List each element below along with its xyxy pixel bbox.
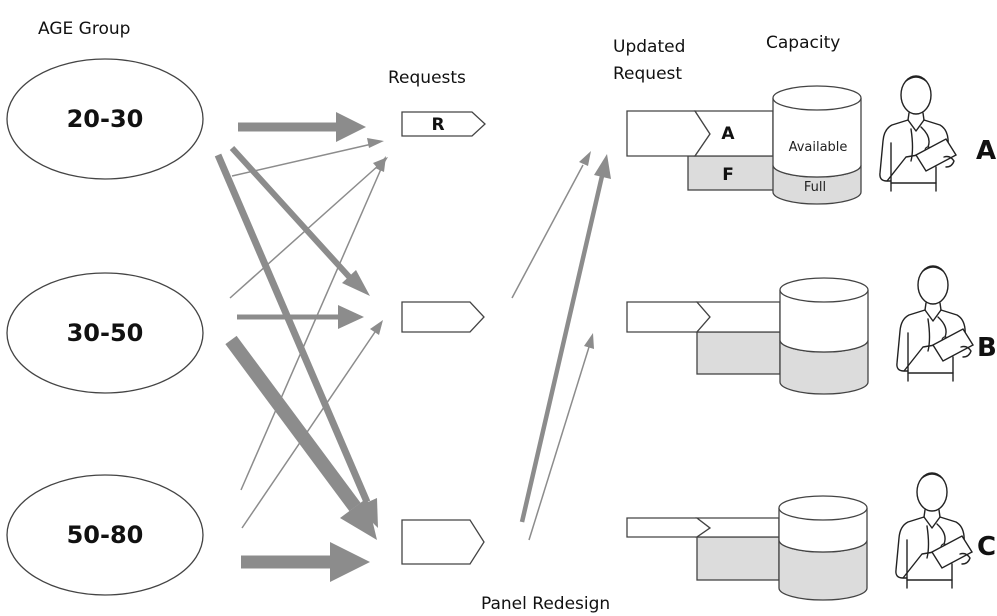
- flow-arrow: [229, 145, 355, 283]
- arrow-head: [342, 270, 370, 296]
- capacity-available-label: Available: [789, 140, 848, 155]
- header-capacity: Capacity: [766, 33, 840, 53]
- arrow-head: [579, 151, 591, 166]
- request-tag-2: [401, 301, 485, 333]
- age-to-request-arrows: [214, 112, 388, 582]
- updated-full-block: [696, 331, 781, 375]
- arrow-head: [338, 305, 364, 329]
- arrow-head: [340, 498, 377, 540]
- header-panel-redesign: Panel Redesign: [481, 594, 610, 614]
- flow-arrow: [225, 335, 361, 512]
- cylinder-top: [779, 277, 869, 303]
- request-tag-1: R: [401, 111, 486, 137]
- age-group-20-30: 20-30: [6, 58, 204, 180]
- capacity-cylinder-C: [778, 495, 868, 601]
- age-group-label: 30-50: [67, 319, 144, 347]
- age-group-ellipse: [6, 474, 204, 596]
- age-group-ellipse: [6, 272, 204, 394]
- request-label: R: [431, 115, 444, 135]
- request-tag-3: [401, 519, 485, 565]
- flow-arrow: [240, 168, 382, 491]
- flow-arrow: [214, 153, 371, 504]
- flow-arrow: [231, 143, 373, 177]
- age-group-ellipse: [6, 58, 204, 180]
- updated-available-block: [694, 517, 780, 538]
- flow-arrow: [229, 164, 380, 299]
- flow-arrow: [511, 164, 584, 299]
- updated-request-B: [626, 301, 781, 375]
- flow-arrow: [241, 331, 376, 529]
- capacity-cylinder-A: Available Full: [772, 85, 862, 205]
- cylinder-body: [779, 290, 869, 353]
- arrow-head: [370, 320, 383, 335]
- updated-request-A: F A: [626, 110, 775, 191]
- updated-available-block: [693, 110, 774, 157]
- doctor-icon: [896, 265, 974, 382]
- header-requests: Requests: [388, 68, 466, 88]
- cylinder-body: [772, 98, 862, 178]
- updated-full-block: [696, 536, 780, 581]
- doctor-label-B: B: [977, 333, 997, 363]
- arrow-head: [330, 542, 370, 582]
- header-age-group: AGE Group: [38, 19, 130, 39]
- doctor-icon: [879, 75, 957, 192]
- doctor-icon: [895, 472, 973, 589]
- age-group-30-50: 30-50: [6, 272, 204, 394]
- age-group-label: 50-80: [67, 521, 144, 549]
- doctor-label-C: C: [977, 532, 996, 562]
- age-group-50-80: 50-80: [6, 474, 204, 596]
- updated-request-tag: [626, 517, 712, 538]
- capacity-cylinder-B: [779, 277, 869, 395]
- updated-full-label: F: [722, 165, 734, 185]
- updated-available-label: A: [721, 124, 735, 144]
- panel-redesign-arrows: [511, 151, 611, 541]
- updated-request-C: [626, 517, 780, 581]
- arrow-head: [336, 112, 366, 142]
- updated-request-tag: [626, 301, 711, 333]
- age-group-label: 20-30: [67, 105, 144, 133]
- header-updated-line2: Request: [613, 64, 682, 84]
- updated-available-block: [695, 301, 781, 333]
- arrow-head: [375, 156, 386, 172]
- arrow-head: [584, 333, 594, 349]
- request-tag: [401, 111, 486, 137]
- flow-arrow: [528, 346, 590, 541]
- flow-arrow: [519, 175, 605, 523]
- header-updated-line1: Updated: [613, 37, 685, 57]
- arrow-head: [367, 138, 384, 148]
- doctor-label-A: A: [976, 136, 996, 166]
- capacity-full-label: Full: [804, 180, 826, 195]
- updated-request-tag: [626, 110, 711, 157]
- arrow-head: [594, 154, 611, 179]
- cylinder-top: [778, 495, 868, 521]
- cylinder-top: [772, 85, 862, 111]
